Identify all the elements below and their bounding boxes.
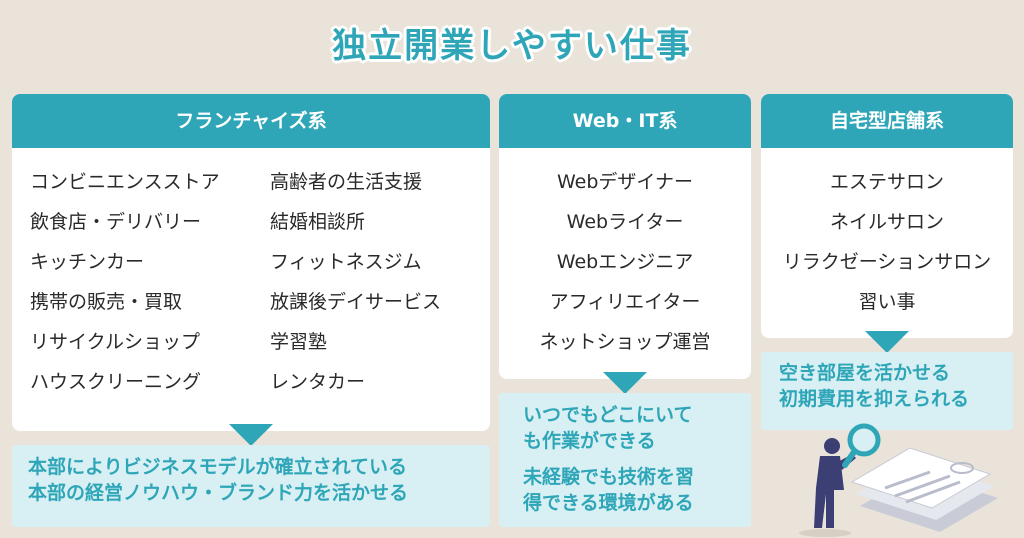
webit-list: Webデザイナー Webライター Webエンジニア アフィリエイター ネットショ… [499,172,751,372]
home-panel: 自宅型店舗系 エステサロン ネイルサロン リラクゼーションサロン 習い事 [761,94,1013,338]
list-item: キッチンカー [30,251,145,273]
list-item: リラクゼーションサロン [782,251,992,273]
list-item: フィットネスジム [270,251,422,273]
down-arrow-icon [229,424,273,446]
home-header: 自宅型店舗系 [761,94,1013,148]
webit-header: Web・IT系 [499,94,751,148]
list-item: Webエンジニア [556,251,694,273]
list-item: 結婚相談所 [270,211,366,233]
person-illustration [799,438,856,537]
note-line: 初期費用を抑えられる [779,388,970,410]
note-line: 得できる環境がある [523,492,694,514]
webit-note: いつでもどこにいて も作業ができる 未経験でも技術を習 得できる環境がある [499,393,751,527]
list-item: リサイクルショップ [30,331,201,353]
franchise-panel: フランチャイズ系 コンビニエンスストア 飲食店・デリバリー キッチンカー 携帯の… [12,94,490,431]
page-title: 独立開業しやすい仕事 [332,26,692,66]
list-item: ネットショップ運営 [539,331,711,353]
magnifier-icon [842,423,881,468]
note-line: も作業ができる [523,430,656,452]
webit-panel: Web・IT系 Webデザイナー Webライター Webエンジニア アフィリエイ… [499,94,751,379]
franchise-col1: コンビニエンスストア 飲食店・デリバリー キッチンカー 携帯の販売・買取 リサイ… [30,172,220,412]
documents-icon [850,447,998,532]
list-item: レンタカー [270,371,366,393]
documents-illustration [799,423,998,537]
note-line: 空き部屋を活かせる [779,362,951,384]
list-item: 高齢者の生活支援 [270,171,423,193]
down-arrow-icon [603,372,647,394]
list-item: 飲食店・デリバリー [30,211,202,233]
list-item: エステサロン [829,171,944,193]
franchise-col2: 高齢者の生活支援 結婚相談所 フィットネスジム 放課後デイサービス 学習塾 レン… [270,172,441,412]
note-line: 未経験でも技術を習 [523,466,695,488]
home-list: エステサロン ネイルサロン リラクゼーションサロン 習い事 [761,172,1013,332]
note-line: 本部の経営ノウハウ・ブランド力を活かせる [28,482,409,504]
down-arrow-icon [865,331,909,353]
list-item: Webデザイナー [556,171,694,193]
list-item: アフィリエイター [549,291,701,313]
franchise-header: フランチャイズ系 [12,94,490,148]
home-note: 空き部屋を活かせる 初期費用を抑えられる [761,352,1013,430]
list-item: 携帯の販売・買取 [30,291,183,313]
list-item: ハウスクリーニング [30,371,202,393]
note-line: いつでもどこにいて [523,404,693,426]
franchise-note: 本部によりビジネスモデルが確立されている 本部の経営ノウハウ・ブランド力を活かせ… [12,445,490,527]
list-item: ネイルサロン [829,211,944,233]
list-item: Webライター [566,211,684,233]
list-item: 習い事 [858,291,916,313]
list-item: 放課後デイサービス [270,291,442,313]
list-item: 学習塾 [270,331,328,353]
list-item: コンビニエンスストア [30,171,220,193]
note-line: 本部によりビジネスモデルが確立されている [28,456,408,478]
